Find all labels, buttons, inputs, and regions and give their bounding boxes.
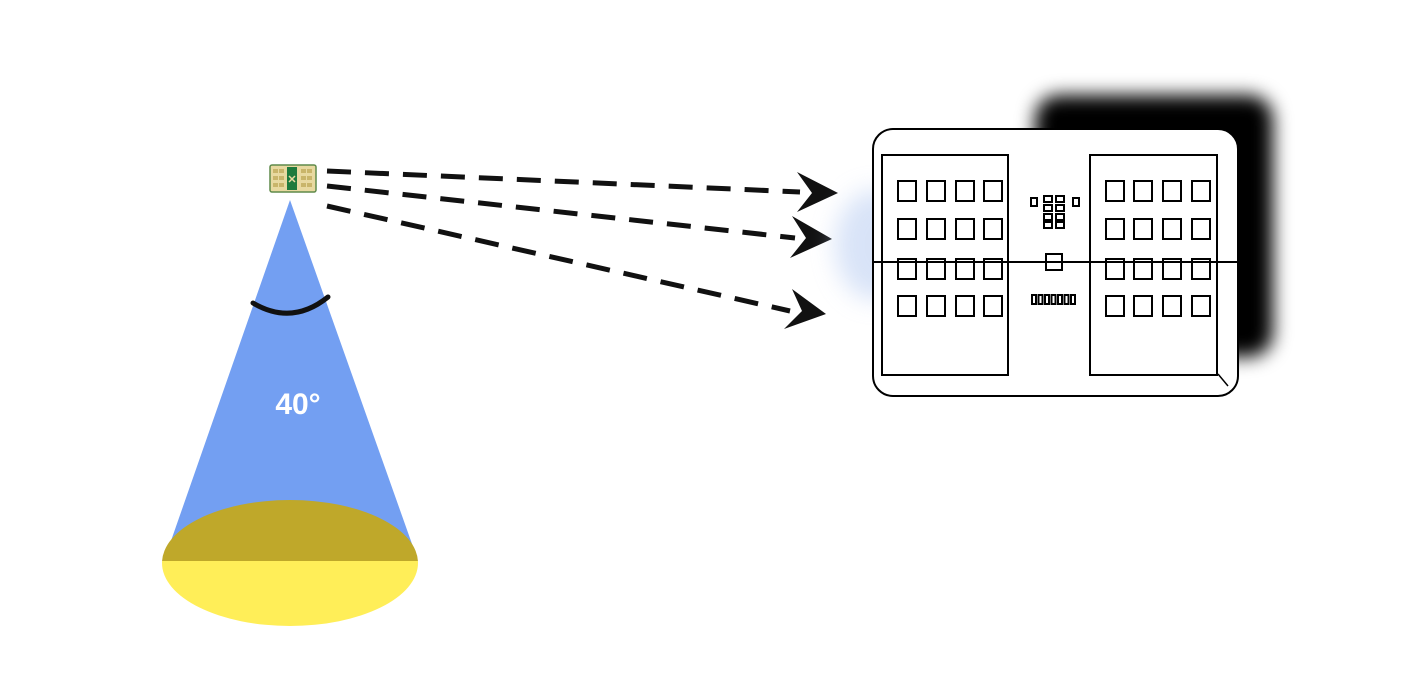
window <box>1162 258 1182 280</box>
building-outline-icon <box>835 95 1273 397</box>
window <box>1043 195 1053 203</box>
window <box>1162 218 1182 240</box>
ground-illumination <box>162 500 418 626</box>
window <box>1105 258 1125 280</box>
window <box>926 218 946 240</box>
window <box>1043 221 1053 229</box>
signal-arrow-line <box>326 203 791 314</box>
window <box>1057 294 1063 305</box>
window <box>1043 204 1053 212</box>
window <box>1191 295 1211 317</box>
light-cone <box>165 200 417 558</box>
window <box>1070 294 1076 305</box>
ground-illumination-shadow <box>162 500 418 561</box>
window <box>1133 295 1153 317</box>
sensor-chip-icon <box>269 164 317 193</box>
window <box>1191 180 1211 202</box>
signal-arrow-middle <box>326 183 832 258</box>
window <box>1055 221 1065 229</box>
window <box>955 295 975 317</box>
window <box>897 218 917 240</box>
signal-arrow-bottom <box>326 203 826 329</box>
window <box>1063 294 1070 305</box>
signal-arrow-line <box>326 168 801 195</box>
window <box>1043 213 1053 221</box>
window <box>1072 197 1080 207</box>
window <box>926 180 946 202</box>
window <box>1037 294 1044 305</box>
window <box>1105 180 1125 202</box>
window <box>983 295 1003 317</box>
angle-label: 40° <box>275 388 320 421</box>
window <box>1133 258 1153 280</box>
windows-center <box>1030 195 1080 305</box>
sensor-chip-pads <box>273 169 312 187</box>
window <box>1031 294 1037 305</box>
window <box>1055 195 1065 203</box>
signal-arrows <box>326 168 838 329</box>
signal-arrow-line <box>326 183 796 241</box>
light-beam: 40° <box>162 200 418 626</box>
windows-right <box>1105 180 1211 317</box>
window <box>1050 294 1057 305</box>
window <box>926 295 946 317</box>
window <box>1105 295 1125 317</box>
window <box>955 218 975 240</box>
window <box>983 218 1003 240</box>
window <box>1105 218 1125 240</box>
windows-left <box>897 180 1003 317</box>
window <box>1191 218 1211 240</box>
window <box>897 258 917 280</box>
window <box>983 258 1003 280</box>
arrow-head-icon <box>784 289 826 329</box>
signal-arrow-top <box>326 168 838 212</box>
window <box>897 295 917 317</box>
ground-illumination-light <box>162 561 418 626</box>
window <box>1044 294 1050 305</box>
building-left-wing <box>881 154 1009 376</box>
building-right-wing <box>1089 154 1218 376</box>
window <box>1191 258 1211 280</box>
window <box>1133 218 1153 240</box>
corner-mark <box>1217 373 1229 387</box>
window <box>1055 204 1065 212</box>
arrow-head-icon <box>797 172 838 212</box>
window <box>1133 180 1153 202</box>
window <box>955 180 975 202</box>
window <box>1030 197 1038 207</box>
arrow-head-icon <box>790 216 832 258</box>
window <box>955 258 975 280</box>
window <box>1162 180 1182 202</box>
angle-arc <box>250 294 331 316</box>
window <box>897 180 917 202</box>
window <box>1055 213 1065 221</box>
window <box>1045 253 1063 271</box>
window <box>1162 295 1182 317</box>
window <box>926 258 946 280</box>
window <box>983 180 1003 202</box>
